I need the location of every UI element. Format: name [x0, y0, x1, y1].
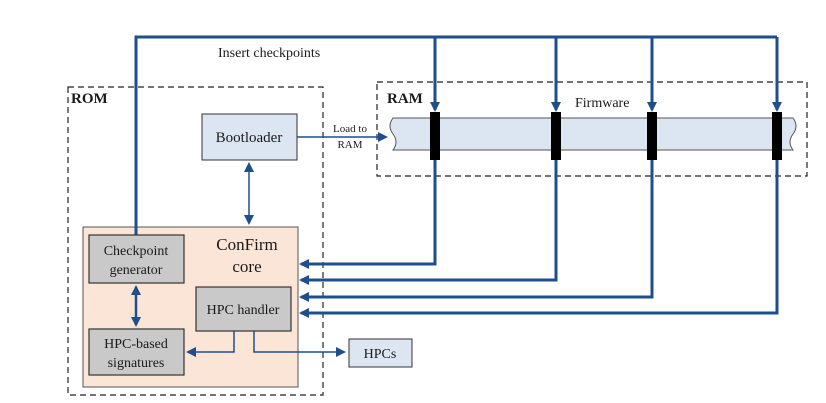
checkpoint-marker-2	[551, 112, 561, 160]
rom-label: ROM	[71, 91, 108, 107]
feedback-line-2	[299, 160, 558, 285]
ram-region	[376, 81, 808, 177]
handler-hpcs-arrow	[253, 331, 346, 357]
checkpoint-generator-label-1: Checkpoint	[104, 244, 169, 259]
hpc-handler-box	[195, 286, 292, 332]
firmware-tape	[389, 117, 797, 151]
hpc-signatures-box	[88, 328, 185, 376]
checkpoint-marker-3	[647, 112, 657, 160]
rom-region	[67, 86, 324, 396]
hpc-signatures-label-1: HPC-based	[104, 337, 168, 352]
hpcs-label: HPCs	[364, 347, 397, 362]
firmware-label: Firmware	[575, 96, 629, 111]
checkpoint-marker-1	[430, 112, 440, 160]
bootloader-box	[201, 113, 298, 161]
confirm-core-label-2: core	[232, 257, 261, 276]
checkpoint-generator-label-2: generator	[110, 263, 163, 278]
insert-checkpoints-label: Insert checkpoints	[218, 46, 320, 61]
hpc-signatures-label-2: signatures	[108, 356, 165, 371]
load-to-label-2: RAM	[337, 139, 362, 151]
checkpoint-generator-box	[88, 234, 185, 284]
load-to-label-1: Load to	[333, 123, 367, 135]
confirm-core-label-1: ConFirm	[216, 235, 277, 254]
handler-signatures-arrow	[186, 331, 235, 357]
hpcs-box	[348, 338, 413, 368]
feedback-line-4	[299, 160, 779, 318]
checkpoint-insert-line	[134, 35, 777, 235]
ram-label: RAM	[387, 91, 423, 107]
bootloader-label: Bootloader	[216, 130, 283, 146]
hpc-handler-label: HPC handler	[207, 303, 280, 318]
feedback-line-1	[299, 160, 437, 269]
checkpoint-marker-4	[772, 112, 782, 160]
feedback-line-3	[299, 160, 654, 302]
